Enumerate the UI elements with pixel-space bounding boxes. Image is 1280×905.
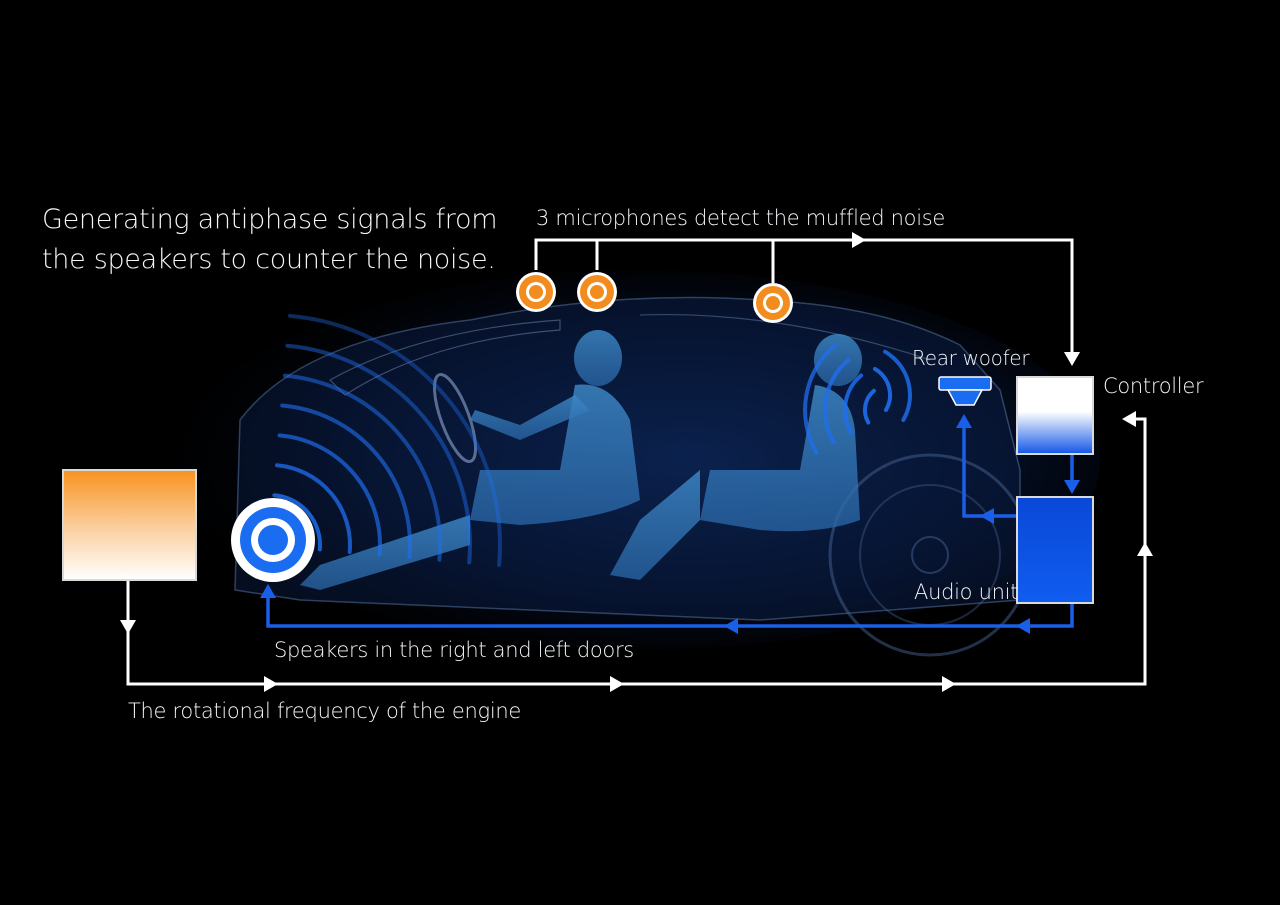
door-speaker-sound-waves (272, 313, 502, 567)
controller-block (1016, 376, 1094, 455)
sound-wave-arc (280, 403, 413, 560)
sound-wave-arc (285, 343, 472, 565)
sound-wave-arc (873, 367, 892, 412)
engine-block (62, 469, 197, 581)
engine-signal-path (120, 411, 1153, 692)
microphone-signal-path (534, 232, 1080, 366)
door-speaker-icon (231, 498, 315, 582)
audio-unit-label: Audio unit (914, 580, 1019, 604)
sound-wave-arc (272, 493, 322, 552)
microphone-icon (577, 272, 617, 312)
sound-wave-arc (883, 349, 912, 422)
door-speakers-label: Speakers in the right and left doors (274, 638, 634, 662)
microphone-icon (516, 272, 556, 312)
sound-wave-arc (277, 433, 383, 557)
rear-woofer-label: Rear woofer (912, 346, 1030, 370)
engine-frequency-label: The rotational frequency of the engine (128, 699, 522, 723)
sound-wave-arc (823, 358, 851, 445)
sound-wave-arc (803, 342, 838, 455)
rear-woofer-sound-waves (803, 342, 912, 455)
microphones-label: 3 microphones detect the muffled noise (536, 206, 945, 230)
driver-figure (300, 330, 640, 590)
microphone-icon (753, 283, 793, 323)
sound-wave-arc (843, 373, 864, 435)
sound-wave-arc (288, 313, 502, 567)
rear-woofer-icon (938, 376, 992, 406)
headline-line-1: Generating antiphase signals from (42, 204, 498, 235)
sound-wave-arc (282, 373, 442, 562)
passenger-figure (610, 334, 862, 580)
audio-unit-block (1016, 496, 1094, 604)
controller-label: Controller (1103, 374, 1204, 398)
headline-line-2: the speakers to counter the noise. (42, 244, 496, 275)
headline: Generating antiphase signals from the sp… (42, 200, 498, 280)
sound-wave-arc (862, 388, 876, 425)
audio-output-path (260, 414, 1080, 634)
sound-wave-arc (275, 463, 353, 554)
